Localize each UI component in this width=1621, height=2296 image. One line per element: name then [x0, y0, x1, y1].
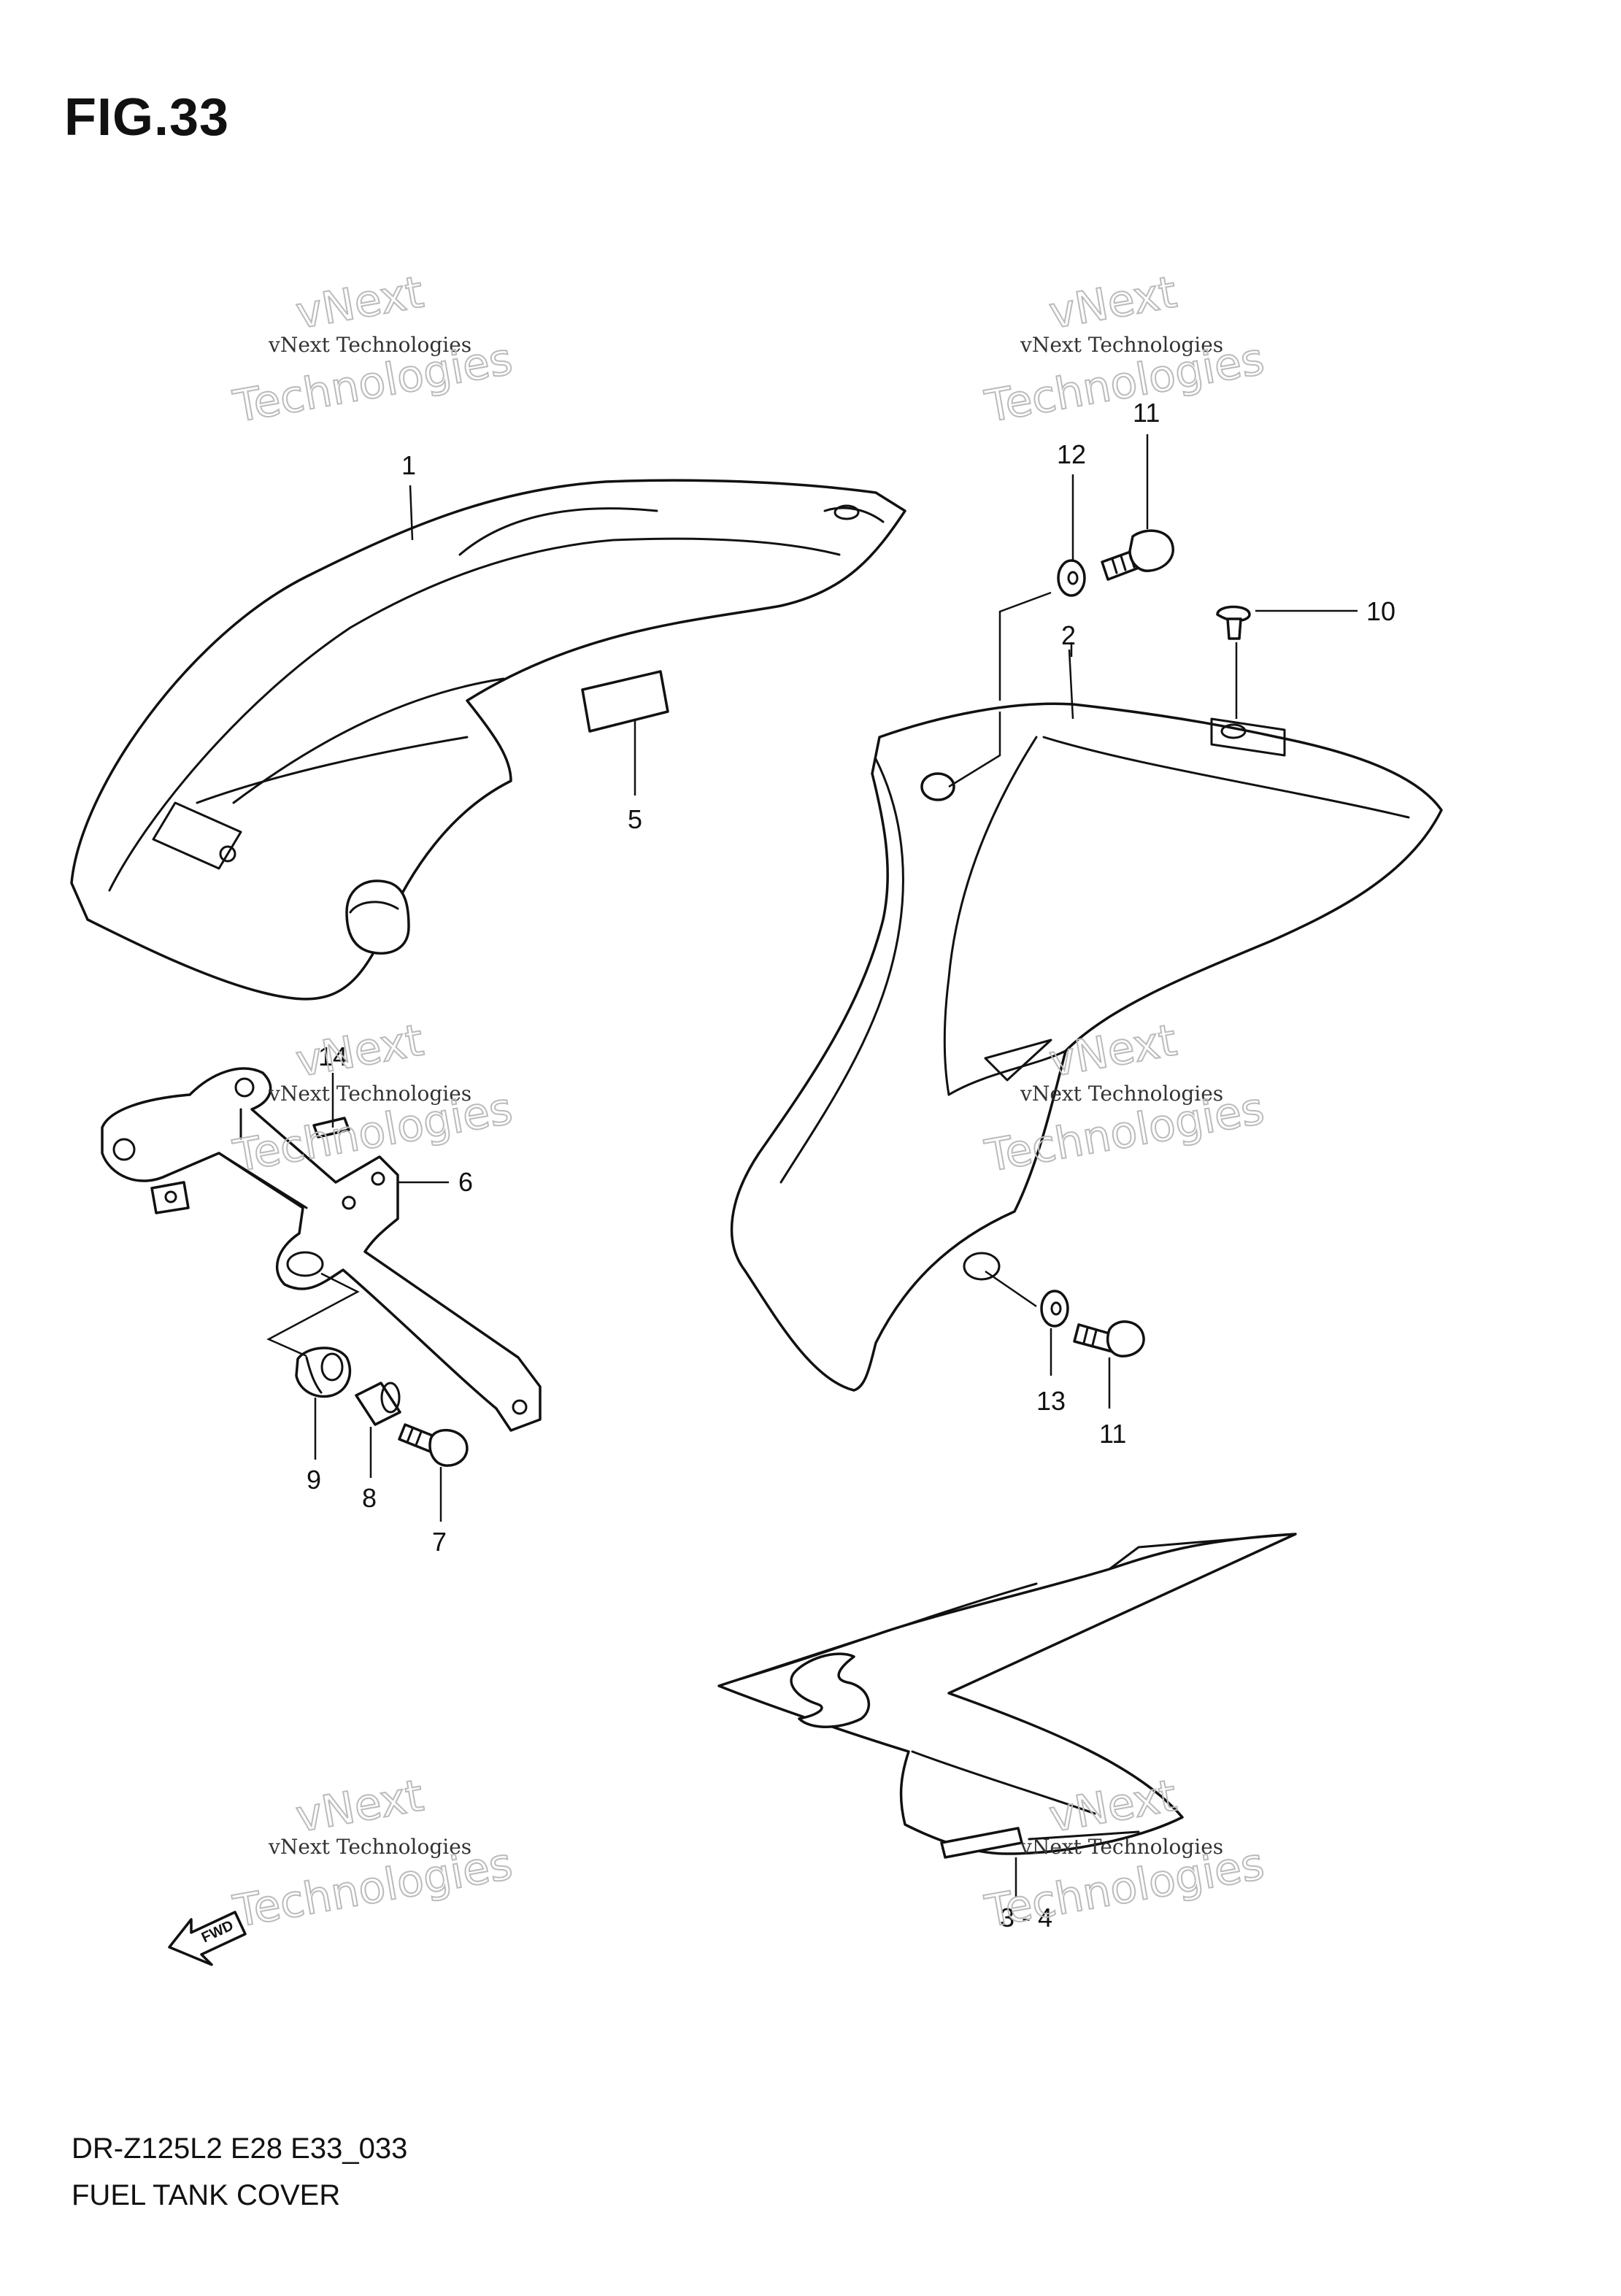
leader-lines	[266, 434, 1358, 1898]
callout-11-bottom: 11	[1099, 1419, 1126, 1449]
watermark-top-left: vNext vNext Technologies Technologies	[228, 266, 517, 434]
part-1-left-cover	[70, 479, 906, 1001]
svg-text:vNext: vNext	[1045, 266, 1180, 339]
watermark-top-right: vNext vNext Technologies Technologies	[980, 266, 1268, 434]
svg-text:vNext: vNext	[292, 1014, 427, 1087]
svg-text:vNext Technologies: vNext Technologies	[1020, 1835, 1223, 1859]
part-11-bolt-bottom	[1073, 1320, 1145, 1357]
part-3-4-decal	[717, 1533, 1297, 1859]
callout-1: 1	[401, 450, 416, 480]
watermark-mid-left: vNext vNext Technologies Technologies	[228, 1014, 517, 1183]
part-7-bolt	[398, 1423, 469, 1467]
svg-text:vNext: vNext	[292, 266, 427, 339]
figure-title: FIG.33	[64, 88, 230, 147]
part-13-washer	[1040, 1290, 1069, 1328]
callout-6: 6	[458, 1167, 473, 1197]
callout-3-4: 3 - 4	[1000, 1903, 1052, 1933]
callout-11-top: 11	[1133, 398, 1160, 428]
part-5-pad	[581, 670, 669, 733]
svg-text:vNext Technologies: vNext Technologies	[268, 1835, 471, 1859]
part-11-bolt-top	[1101, 529, 1174, 581]
part-2-right-shroud	[730, 702, 1443, 1392]
svg-text:vNext Technologies: vNext Technologies	[1020, 333, 1223, 357]
callout-13: 13	[1036, 1386, 1066, 1416]
callout-9: 9	[307, 1465, 321, 1495]
callout-2: 2	[1061, 620, 1076, 650]
callout-14: 14	[318, 1041, 347, 1071]
callout-7: 7	[432, 1527, 447, 1557]
svg-text:vNext: vNext	[292, 1770, 427, 1842]
fwd-arrow-icon: FWD	[168, 1911, 247, 1966]
model-code: DR-Z125L2 E28 E33_033	[72, 2133, 408, 2165]
section-name: FUEL TANK COVER	[72, 2179, 341, 2211]
part-6-bracket	[101, 1067, 542, 1432]
callout-10: 10	[1366, 596, 1395, 626]
part-8-collar	[355, 1382, 401, 1426]
part-12-washer	[1057, 559, 1086, 597]
callout-8: 8	[362, 1483, 377, 1513]
callout-5: 5	[628, 804, 642, 834]
callouts: 1 5 12 11 10 2 13 11 14 6 9 8 7 3 - 4	[307, 398, 1395, 1933]
svg-text:vNext Technologies: vNext Technologies	[268, 333, 471, 357]
watermark-bottom-left: vNext vNext Technologies Technologies	[228, 1769, 517, 1938]
part-9-grommet	[295, 1347, 352, 1398]
callout-12: 12	[1057, 439, 1086, 469]
part-14-tie	[312, 1117, 350, 1139]
part-10-clip	[1216, 605, 1251, 640]
svg-text:vNext Technologies: vNext Technologies	[1020, 1082, 1223, 1106]
svg-text:vNext Technologies: vNext Technologies	[268, 1082, 471, 1106]
